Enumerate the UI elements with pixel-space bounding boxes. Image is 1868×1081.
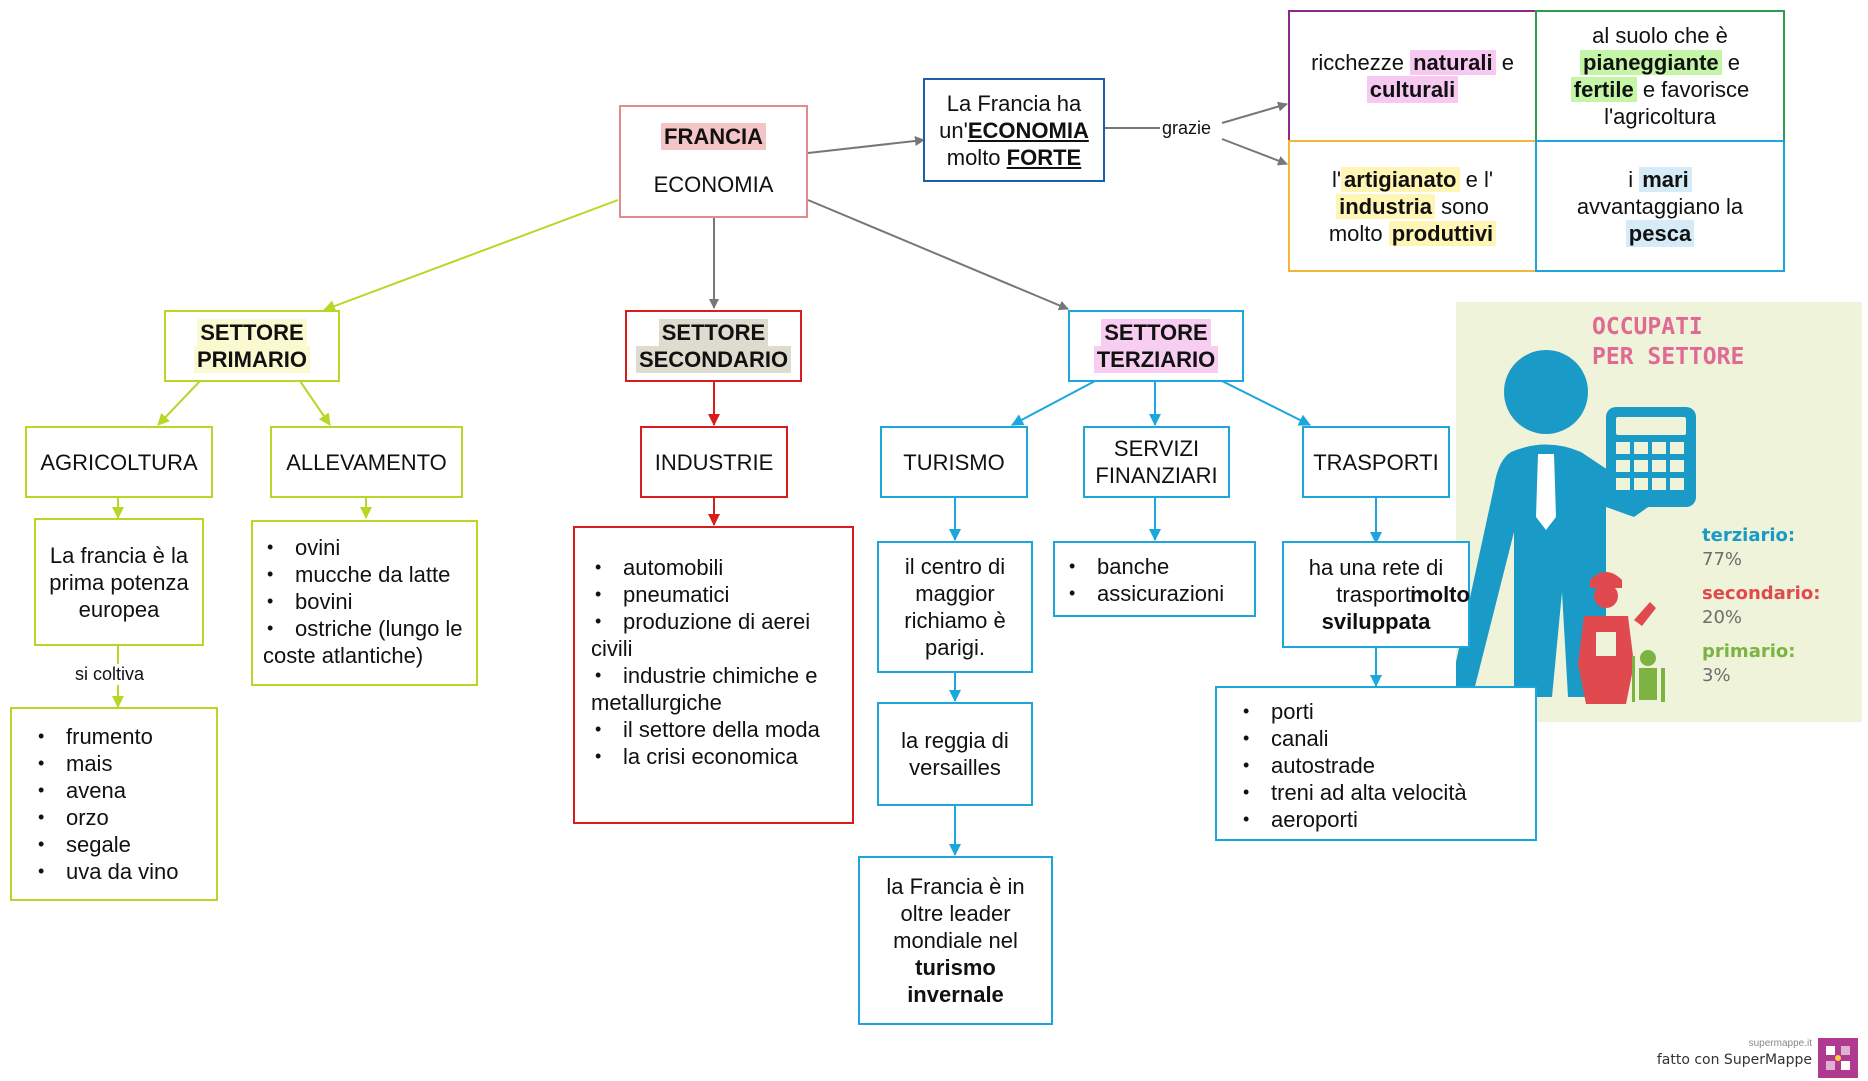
employment-infographic: OCCUPATI PER SETTORE terziario:77% secon…	[1456, 302, 1862, 722]
industries-list[interactable]: automobili pneumatici produzione di aere…	[573, 526, 854, 824]
farmer-icon	[1632, 650, 1665, 702]
list-item: uva da vino	[34, 858, 198, 885]
businessman-icon	[1456, 350, 1696, 722]
craft-industry-cell[interactable]: l'artigianato e l' industria sono molto …	[1288, 140, 1537, 272]
mechanic-icon	[1578, 572, 1656, 704]
list-item: ostriche (lungo le coste atlantiche)	[263, 615, 468, 669]
list-item: aeroporti	[1239, 806, 1521, 833]
finance-list[interactable]: banche assicurazioni	[1053, 541, 1256, 617]
list-item: automobili	[591, 554, 838, 581]
supermappe-footer[interactable]: supermappe.it fatto con SuperMappe	[1640, 1038, 1860, 1078]
list-item: bovini	[263, 588, 468, 615]
secondary-sector-node[interactable]: SETTORE SECONDARIO	[625, 310, 802, 382]
economy-line-2: un'ECONOMIA	[939, 117, 1089, 143]
root-title: FRANCIA	[661, 123, 766, 151]
tertiary-sector-node[interactable]: SETTORE TERZIARIO	[1068, 310, 1244, 382]
primary-sector-node[interactable]: SETTORE PRIMARIO	[164, 310, 340, 382]
turismo-node[interactable]: TURISMO	[880, 426, 1028, 498]
list-item: orzo	[34, 804, 198, 831]
servizi-finanziari-node[interactable]: SERVIZI FINANZIARI	[1083, 426, 1230, 498]
link-label-si-coltiva: si coltiva	[73, 664, 147, 685]
footer-main-text: fatto con SuperMappe	[1656, 1052, 1812, 1068]
infographic-title: OCCUPATI PER SETTORE	[1592, 314, 1745, 370]
europe-power-node[interactable]: La francia è la prima potenza europea	[34, 518, 204, 646]
list-item: segale	[34, 831, 198, 858]
strong-economy-node[interactable]: La Francia ha un'ECONOMIA molto FORTE	[923, 78, 1105, 182]
stat-secondario: secondario:20%	[1702, 583, 1821, 628]
list-item: canali	[1239, 725, 1521, 752]
agricoltura-node[interactable]: AGRICOLTURA	[25, 426, 213, 498]
root-subtitle: ECONOMIA	[653, 171, 774, 197]
list-item: il settore della moda	[591, 716, 838, 743]
link-label-grazie: grazie	[1160, 118, 1214, 139]
list-item: banche	[1065, 553, 1244, 580]
list-item: la crisi economica	[591, 743, 838, 770]
tourism-paris-node[interactable]: il centro di maggior richiamo è parigi.	[877, 541, 1033, 673]
economy-line-3: molto FORTE	[946, 144, 1082, 170]
supermappe-logo-icon	[1818, 1038, 1858, 1078]
list-item: frumento	[34, 723, 198, 750]
list-item: porti	[1239, 698, 1521, 725]
stat-primario: primario:3%	[1702, 641, 1796, 686]
root-node[interactable]: FRANCIA ECONOMIA	[619, 105, 808, 218]
crops-list[interactable]: frumento mais avena orzo segale uva da v…	[10, 707, 218, 901]
trasporti-node[interactable]: TRASPORTI	[1302, 426, 1450, 498]
allevamento-node[interactable]: ALLEVAMENTO	[270, 426, 463, 498]
livestock-list[interactable]: ovini mucche da latte bovini ostriche (l…	[251, 520, 478, 686]
list-item: industrie chimiche e metallurgiche	[591, 662, 838, 716]
sector-stats: terziario:77% secondario:20% primario:3%	[1702, 524, 1820, 688]
list-item: treni ad alta velocità	[1239, 779, 1521, 806]
tourism-versailles-node[interactable]: la reggia di versailles	[877, 702, 1033, 806]
economy-line-1: La Francia ha	[946, 90, 1082, 116]
natural-wealth-cell[interactable]: ricchezze naturali e culturali	[1288, 10, 1537, 142]
footer-small-text: supermappe.it	[1748, 1038, 1812, 1049]
fertile-soil-cell[interactable]: al suolo che è pianeggiante e fertile e …	[1535, 10, 1785, 142]
transport-list[interactable]: porti canali autostrade treni ad alta ve…	[1215, 686, 1537, 841]
industrie-node[interactable]: INDUSTRIE	[640, 426, 788, 498]
list-item: pneumatici	[591, 581, 838, 608]
seas-fishing-cell[interactable]: i mari avvantaggiano la pesca	[1535, 140, 1785, 272]
list-item: mucche da latte	[263, 561, 468, 588]
list-item: ovini	[263, 534, 468, 561]
tourism-winter-node[interactable]: la Francia è in oltre leader mondiale ne…	[858, 856, 1053, 1025]
list-item: avena	[34, 777, 198, 804]
transport-network-node[interactable]: ha una rete di trasporti molto sviluppat…	[1282, 541, 1470, 648]
list-item: mais	[34, 750, 198, 777]
list-item: assicurazioni	[1065, 580, 1244, 607]
list-item: produzione di aerei civili	[591, 608, 838, 662]
list-item: autostrade	[1239, 752, 1521, 779]
stat-terziario: terziario:77%	[1702, 525, 1796, 570]
